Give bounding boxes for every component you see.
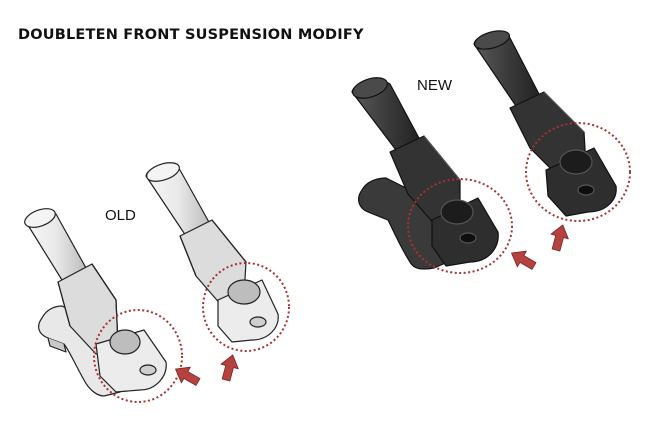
new-part-a-arrow-icon (511, 250, 537, 270)
highlight-circles (93, 122, 631, 403)
old-part-a-arrow-icon (175, 366, 201, 386)
old-part-a-highlight-circle (93, 309, 183, 403)
old-part-b-arrow-icon (220, 354, 239, 382)
old-part-b-highlight-circle (202, 262, 290, 352)
new-part-b-arrow-icon (550, 224, 569, 252)
new-part-a-highlight-circle (407, 178, 513, 274)
page-title: DOUBLETEN FRONT SUSPENSION MODIFY (18, 27, 364, 43)
new-part-clevis (473, 30, 617, 217)
old-label: OLD (105, 207, 136, 224)
old-part-clevis (145, 162, 279, 343)
old-part-with-flange (24, 208, 167, 397)
new-part-with-flange (351, 77, 499, 270)
new-label: NEW (417, 77, 452, 94)
new-part-b-highlight-circle (525, 122, 631, 222)
